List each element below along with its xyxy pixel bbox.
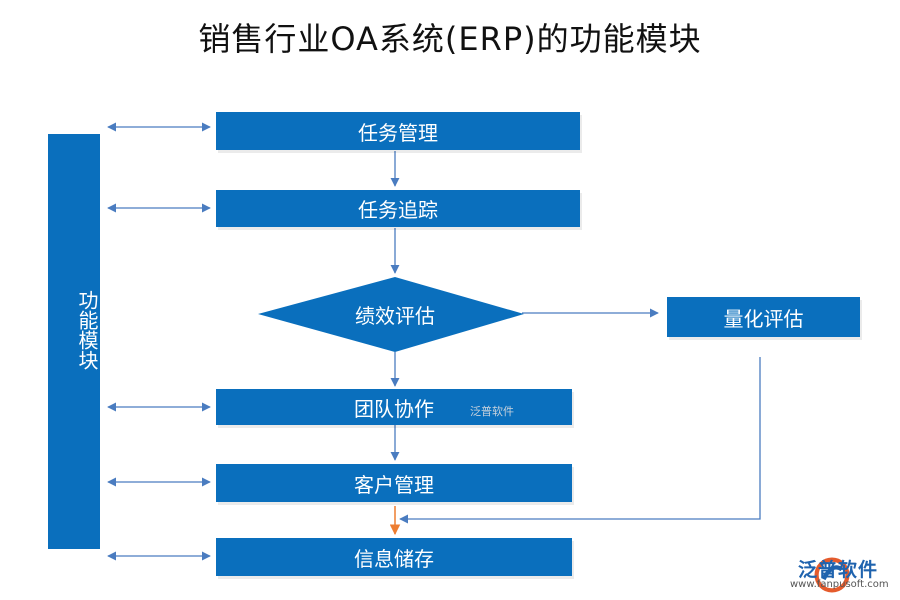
box-quantitative-evaluation: 量化评估 xyxy=(667,297,860,337)
watermark: 泛普软件 xyxy=(470,405,514,418)
diamond-performance-evaluation xyxy=(258,277,524,352)
flow-quant-feedback xyxy=(399,357,761,524)
box-task-management: 任务管理 xyxy=(216,112,580,150)
page-title: 销售行业OA系统(ERP)的功能模块 xyxy=(198,20,702,58)
sidebar-label: 功能模块 xyxy=(75,290,99,370)
fanpu-logo-icon xyxy=(814,557,850,593)
sidebar-function-modules xyxy=(48,134,100,549)
box-task-tracking: 任务追踪 xyxy=(216,190,580,227)
box-customer-management: 客户管理 xyxy=(216,464,572,502)
logo-text: 泛普软件 xyxy=(798,559,879,581)
box-information-storage: 信息储存 xyxy=(216,538,572,576)
label-performance-evaluation: 绩效评估 xyxy=(355,304,435,328)
logo-url: www.fanpusoft.com xyxy=(790,579,889,590)
box-team-collaboration: 团队协作 xyxy=(216,389,572,425)
